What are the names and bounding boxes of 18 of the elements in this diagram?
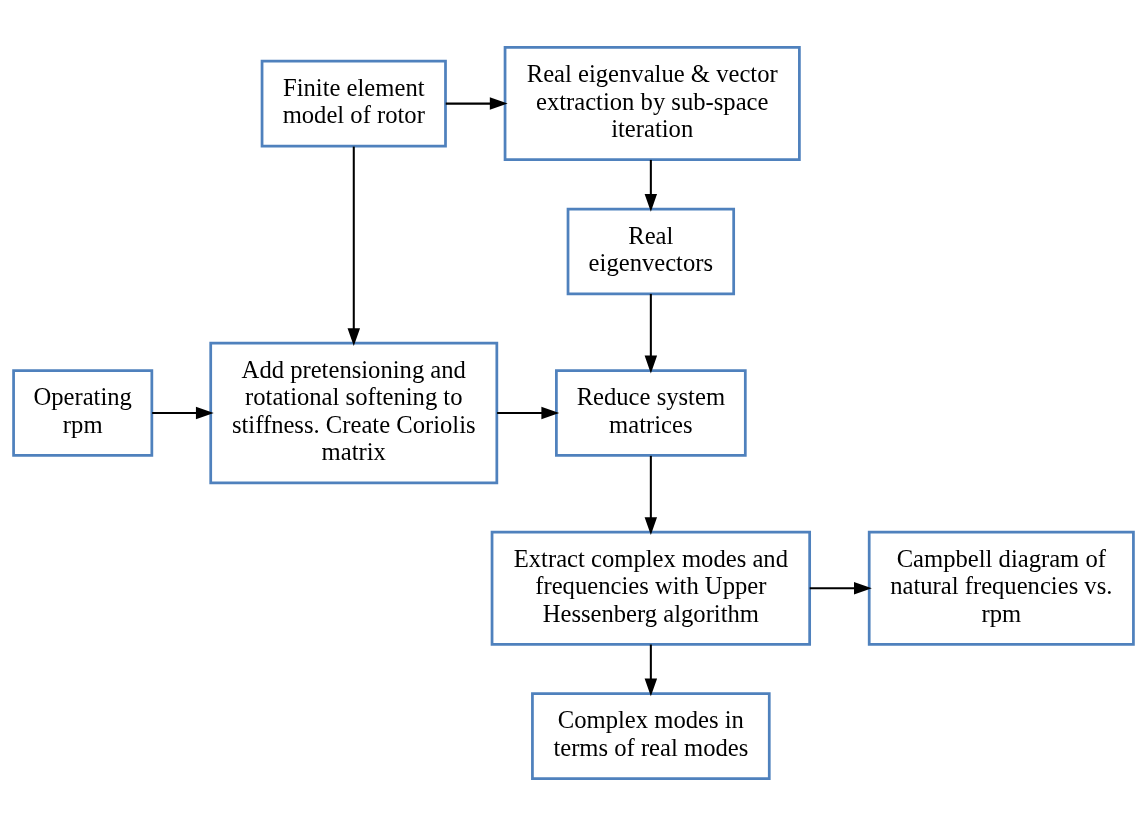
node-box: Add pretensioning and rotational softening to stiffness. Create Coriolis matrix [209,341,499,484]
arrow [644,159,658,212]
node-box: Real eigenvalue & vector extraction by sub-space iteration [503,45,801,161]
node-box: Extract complex modes and frequencies with Upper Hessenberg algorithm [490,530,811,646]
arrow [445,96,508,110]
arrow [644,293,658,373]
node-box: Operating rpm [12,368,154,457]
arrow [644,644,658,696]
node-box: Campbell diagram of natural frequencies vs. rpm [867,530,1135,646]
arrow [152,406,214,419]
arrow [644,455,658,535]
arrow [347,146,360,346]
node-box: Real eigenvectors [566,207,736,295]
node-box: Finite element model of rotor [260,59,447,147]
arrow [809,581,872,594]
node-box: Reduce system matrices [555,368,747,457]
node-box: Complex modes in terms of real modes [531,691,771,780]
arrow [497,406,560,419]
